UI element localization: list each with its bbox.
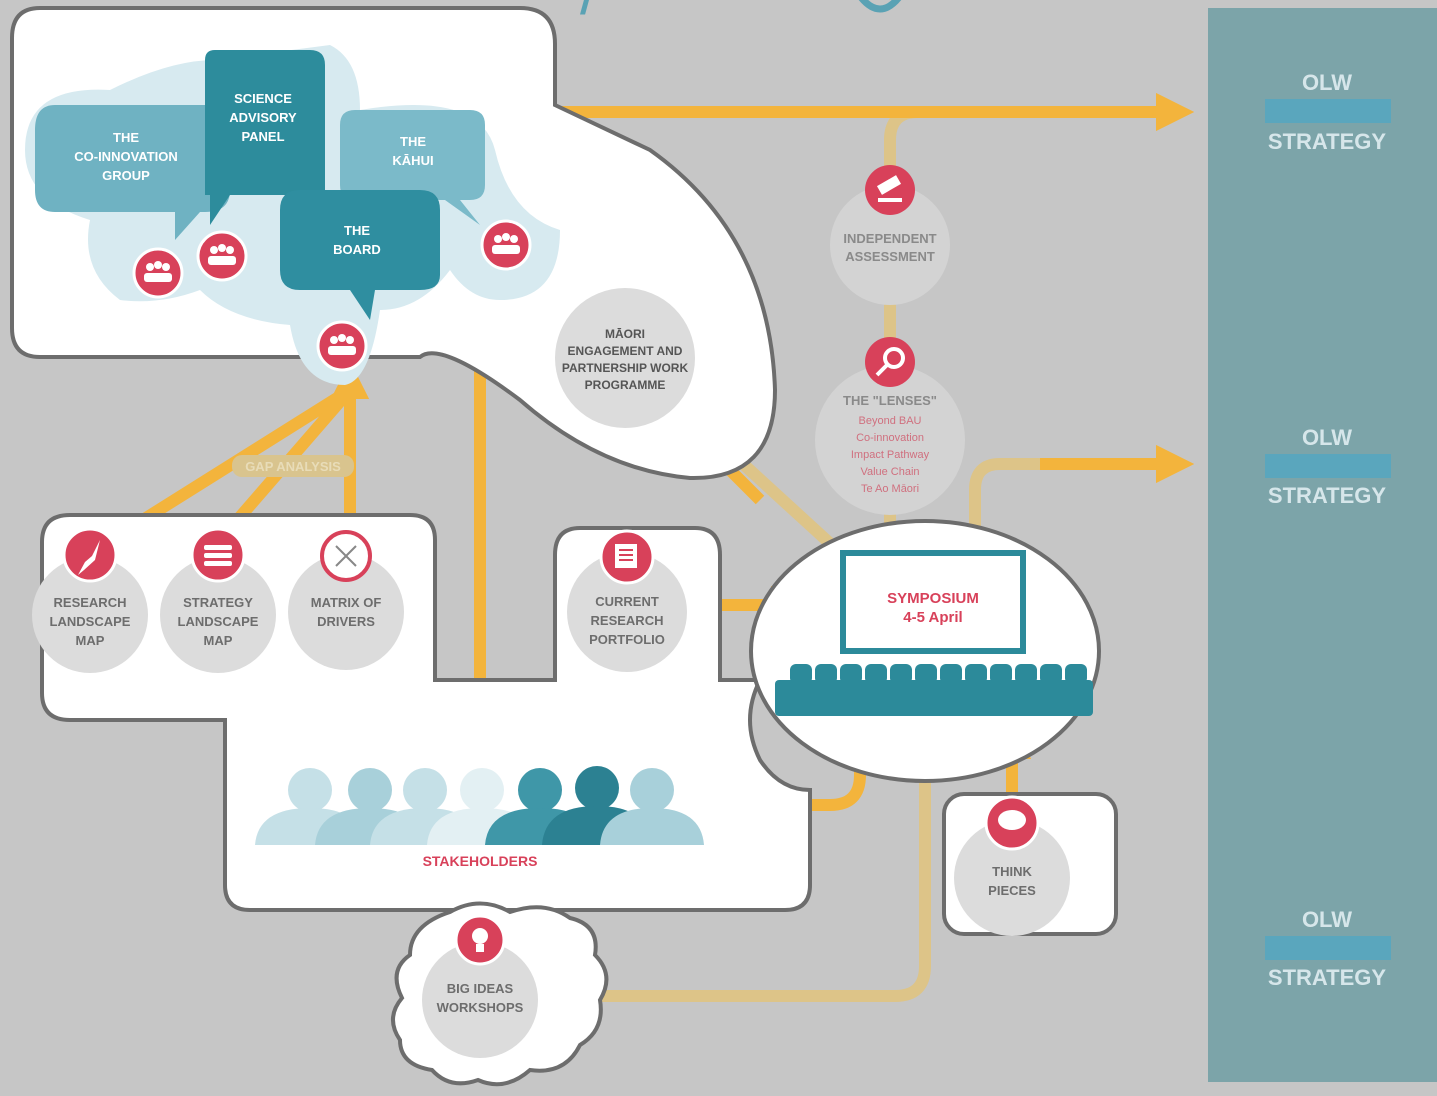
science-panel-bubble xyxy=(205,50,325,225)
maori-line-1: MĀORI xyxy=(605,327,645,341)
audience-seats xyxy=(775,664,1093,716)
board-line-1: THE xyxy=(344,223,370,238)
stakeholders-to-symposium-arrow xyxy=(680,720,880,811)
independent-assessment-node xyxy=(830,185,950,305)
think-pieces-line-1: THINK xyxy=(992,864,1032,879)
lens-item: Beyond BAU xyxy=(859,415,922,427)
board-bubble xyxy=(280,190,440,320)
maori-programme-node xyxy=(555,288,695,428)
big-ideas-line-1: BIG IDEAS xyxy=(447,981,514,996)
portfolio-line-3: PORTFOLIO xyxy=(589,632,665,647)
strategy-3-top: OLW xyxy=(1302,907,1352,932)
lenses-list: Beyond BAU Co-innovation Impact Pathway … xyxy=(851,415,930,495)
science-panel-group-icon xyxy=(196,230,248,282)
title-fragment-curve xyxy=(858,0,902,13)
gap-analysis-tag xyxy=(232,455,354,477)
matrix-drivers-line-2: DRIVERS xyxy=(317,614,375,629)
assessment-line-1: INDEPENDENT xyxy=(843,231,936,246)
group-icons xyxy=(132,219,532,372)
think-pieces-line-2: PIECES xyxy=(988,883,1036,898)
science-panel-line-3: PANEL xyxy=(241,129,284,144)
maori-programme-label: MĀORI ENGAGEMENT AND PARTNERSHIP WORK PR… xyxy=(562,327,689,392)
new-zealand-map-icon xyxy=(62,527,118,583)
big-ideas-flow xyxy=(534,764,931,1002)
strategy-2-bottom: STRATEGY xyxy=(1268,483,1386,508)
co-innovation-line-2: CO-INNOVATION xyxy=(74,149,178,164)
lens-item: Impact Pathway xyxy=(851,449,930,461)
think-pieces-label: THINK PIECES xyxy=(988,864,1036,898)
symposium-line-1: SYMPOSIUM xyxy=(887,590,979,607)
stakeholder-figures xyxy=(255,766,704,845)
portfolio-line-1: CURRENT xyxy=(595,594,659,609)
strategy-2-bar xyxy=(1265,454,1391,478)
symposium-screen xyxy=(840,550,1026,654)
research-landscape-node: RESEARCH LANDSCAPE MAP xyxy=(32,527,148,673)
maori-line-3: PARTNERSHIP WORK xyxy=(562,361,689,375)
big-ideas-line-2: WORKSHOPS xyxy=(437,1000,524,1015)
strategy-label-1: OLW STRATEGY xyxy=(1265,70,1391,154)
strategy-1-bottom: STRATEGY xyxy=(1268,129,1386,154)
kahui-label: THE KĀHUI xyxy=(392,134,433,168)
symposium-line-2: 4-5 April xyxy=(903,609,962,626)
current-portfolio-node: CURRENT RESEARCH PORTFOLIO xyxy=(567,529,687,672)
board-group-icon xyxy=(316,320,368,372)
lenses-node xyxy=(815,365,965,515)
strategy-2-top: OLW xyxy=(1302,425,1352,450)
maori-line-4: PROGRAMME xyxy=(585,378,666,392)
board-label: THE BOARD xyxy=(333,223,381,257)
research-landscape-line-3: MAP xyxy=(76,633,105,648)
co-innovation-line-3: GROUP xyxy=(102,168,150,183)
research-landscape-line-1: RESEARCH xyxy=(54,595,127,610)
strategy-landscape-node: STRATEGY LANDSCAPE MAP xyxy=(160,527,276,673)
strategy-landscape-line-1: STRATEGY xyxy=(183,595,253,610)
strategy-landscape-line-3: MAP xyxy=(204,633,233,648)
strategy-panel xyxy=(1208,8,1437,1082)
strategy-landscape-line-2: LANDSCAPE xyxy=(178,614,259,629)
gap-analysis-label: GAP ANALYSIS xyxy=(245,459,341,474)
inputs-region xyxy=(40,513,812,912)
co-innovation-line-1: THE xyxy=(113,130,139,145)
symposium-output-flow xyxy=(969,458,1146,554)
co-innovation-bubble xyxy=(35,105,230,240)
independent-assessment-label: INDEPENDENT ASSESSMENT xyxy=(843,231,936,264)
magnifier-icon xyxy=(865,337,915,387)
maori-line-2: ENGAGEMENT AND xyxy=(568,344,683,358)
strategy-3-bar xyxy=(1265,936,1391,960)
board-line-2: BOARD xyxy=(333,242,381,257)
big-ideas-node xyxy=(422,942,538,1058)
think-pieces-node xyxy=(954,820,1070,936)
strategy-3-bottom: STRATEGY xyxy=(1268,965,1386,990)
research-landscape-line-2: LANDSCAPE xyxy=(50,614,131,629)
co-innovation-label: THE CO-INNOVATION GROUP xyxy=(74,130,178,183)
science-panel-line-1: SCIENCE xyxy=(234,91,292,106)
strategy-label-2: OLW STRATEGY xyxy=(1265,425,1391,508)
matrix-drivers-node: MATRIX OF DRIVERS xyxy=(288,530,404,670)
strategy-label-3: OLW STRATEGY xyxy=(1265,907,1391,990)
portfolio-line-2: RESEARCH xyxy=(591,613,664,628)
science-panel-line-2: ADVISORY xyxy=(229,110,297,125)
lens-item: Co-innovation xyxy=(856,432,924,444)
stakeholders-label: STAKEHOLDERS xyxy=(423,853,538,869)
big-ideas-label: BIG IDEAS WORKSHOPS xyxy=(437,981,524,1015)
symposium-label: SYMPOSIUM 4-5 April xyxy=(887,590,979,626)
kahui-line-2: KĀHUI xyxy=(392,153,433,168)
kahui-line-1: THE xyxy=(400,134,426,149)
kahui-group-icon xyxy=(480,219,532,271)
co-innovation-group-icon xyxy=(132,247,184,299)
matrix-drivers-line-1: MATRIX OF xyxy=(311,595,382,610)
lens-item: Value Chain xyxy=(860,466,919,478)
lenses-title: THE "LENSES" xyxy=(843,393,937,408)
strategy-1-bar xyxy=(1265,99,1391,123)
science-panel-label: SCIENCE ADVISORY PANEL xyxy=(229,91,297,144)
assessment-line-2: ASSESSMENT xyxy=(845,249,935,264)
strategy-1-top: OLW xyxy=(1302,70,1352,95)
lens-item: Te Ao Māori xyxy=(861,483,919,495)
title-fragment: / xyxy=(580,0,598,28)
